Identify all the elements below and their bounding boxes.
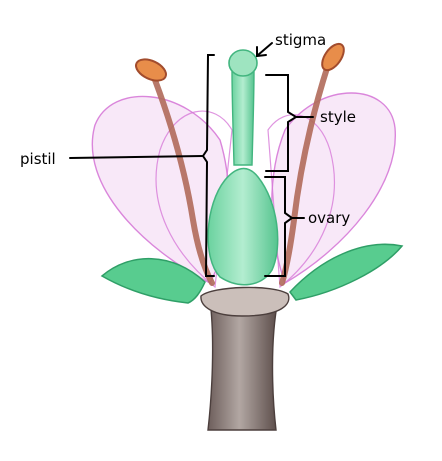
stigma-arrow-head [256, 46, 267, 58]
stamen-left-anther [135, 58, 167, 82]
sepal-left [100, 258, 206, 304]
petal-left-front [155, 110, 233, 289]
labels: stigma style pistil ovary [20, 31, 356, 227]
pistil-label: pistil [20, 150, 56, 168]
stigma-arrow-line [257, 42, 273, 56]
stamen-right-anther [321, 42, 345, 72]
annotation-lines [69, 42, 314, 277]
stem [200, 286, 290, 431]
pistil [207, 49, 279, 286]
stamens [135, 42, 345, 286]
sepals [100, 243, 404, 304]
stamen-left-filament [152, 77, 215, 286]
pistil-pointer-line [69, 155, 204, 159]
pistil-ovary [207, 167, 279, 286]
stigma-label: stigma [275, 31, 326, 49]
ovary-label: ovary [308, 209, 350, 227]
receptacle [200, 286, 290, 317]
pistil-stigma [228, 49, 258, 77]
stamen-right-filament [279, 62, 331, 286]
petal-right-front [267, 114, 335, 289]
stem-body [207, 299, 279, 431]
pistil-style [231, 71, 255, 166]
style-label: style [320, 108, 356, 126]
sepal-right [289, 243, 404, 301]
